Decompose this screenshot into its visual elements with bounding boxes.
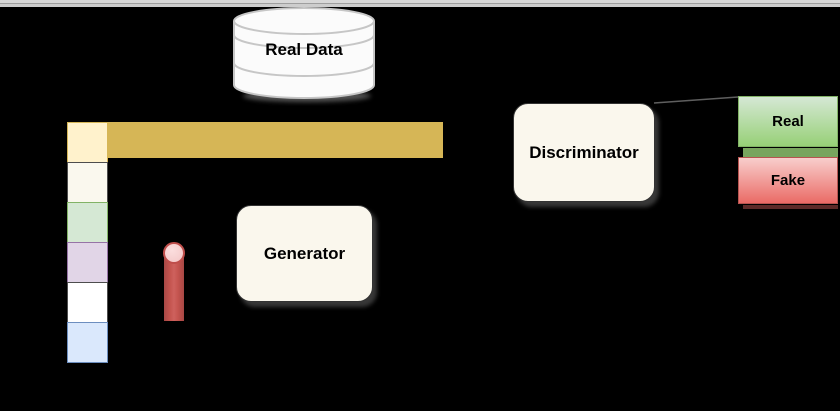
latent-pin-ball — [163, 242, 185, 264]
cylinder-separator-1 — [233, 34, 375, 49]
fake-output-label: Fake — [770, 172, 806, 189]
real-output-shadow — [743, 148, 838, 157]
noise-vector-cell-5 — [67, 282, 108, 323]
real-data-flow-bar — [108, 122, 443, 158]
real-data-cylinder — [229, 4, 379, 106]
noise-vector-cell-1 — [67, 122, 108, 163]
fake-output-box: Fake — [738, 157, 838, 204]
real-output-box: Real — [738, 96, 838, 147]
noise-vector-cell-3 — [67, 202, 108, 243]
discriminator-to-real-connector — [653, 96, 739, 104]
cylinder-top-ellipse — [233, 7, 375, 35]
top-window-edge-stripes — [0, 0, 840, 7]
generator-label: Generator — [263, 243, 346, 263]
discriminator-node: Discriminator — [513, 103, 655, 202]
latent-pin-rod — [164, 252, 184, 321]
cylinder-separator-2 — [233, 62, 375, 77]
fake-output-shadow — [743, 205, 838, 209]
cylinder-body — [233, 21, 375, 99]
database-cylinder-shape — [233, 7, 375, 102]
real-data-label: Real Data — [265, 40, 343, 59]
real-output-label: Real — [772, 113, 804, 130]
generator-node: Generator — [236, 205, 373, 302]
noise-vector-cell-4 — [67, 242, 108, 283]
noise-vector-cell-6 — [67, 322, 108, 363]
noise-vector-cell-2 — [67, 162, 108, 203]
discriminator-label: Discriminator — [529, 142, 639, 162]
